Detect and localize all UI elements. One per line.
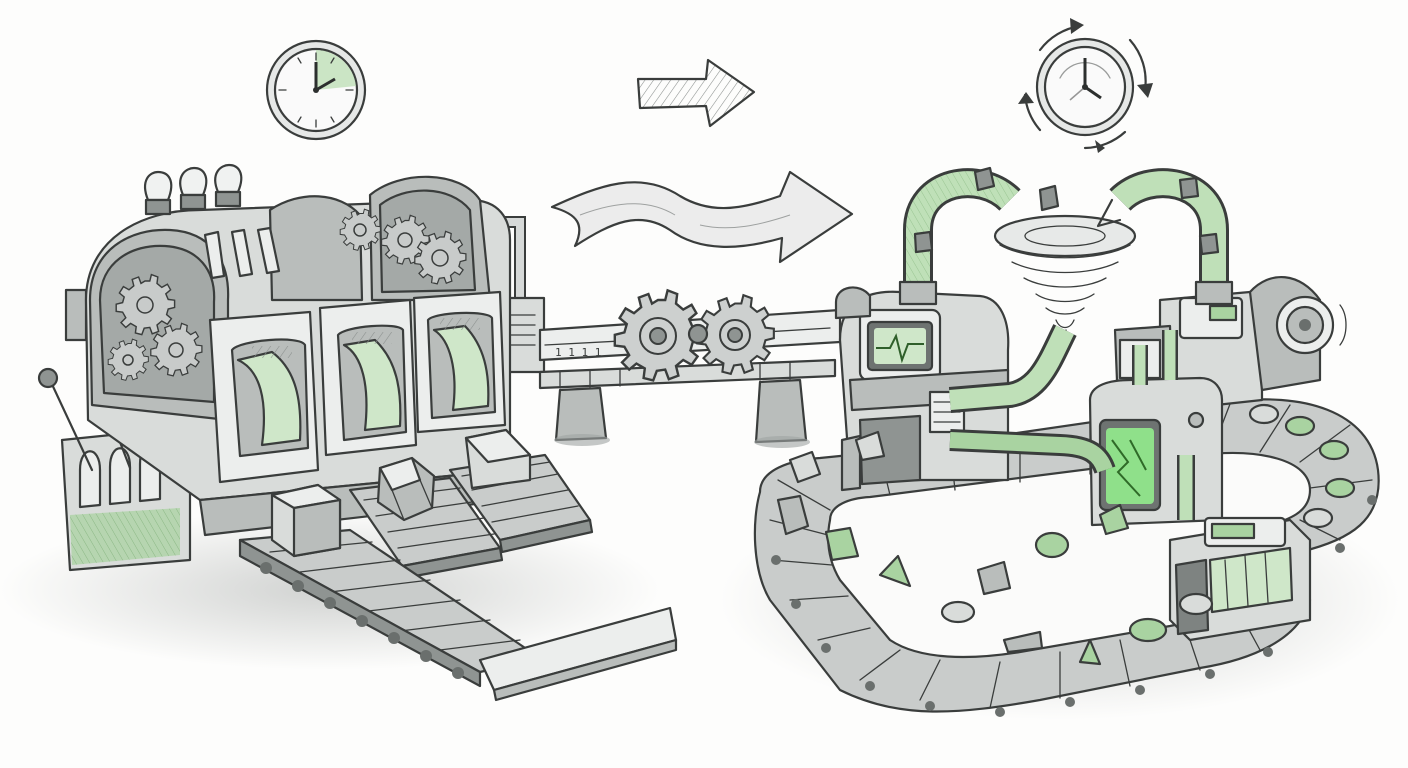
squiggle-arrow-icon: [550, 170, 854, 264]
arrow-right-icon: [636, 58, 756, 128]
clock-cycle-icon: [1018, 18, 1153, 153]
vortex: [993, 198, 1137, 346]
block-wedge: [464, 428, 532, 490]
chute-panels: [208, 290, 507, 484]
loop-factory: [753, 166, 1380, 717]
gear-bridge: 1 1 1 1: [538, 289, 842, 448]
loop-pieces: [776, 403, 1356, 666]
conveyor-long: [238, 528, 678, 702]
station-front: [1168, 455, 1312, 642]
pipe-arch: [898, 166, 1234, 306]
linear-machine: [37, 163, 678, 702]
light-bulbs: [143, 163, 243, 216]
svg-text:1 1 1 1: 1 1 1 1: [555, 346, 601, 359]
block-cube: [270, 483, 342, 558]
clock-icon: [265, 39, 367, 141]
lever-left: [48, 378, 94, 472]
block-polyhedron: [376, 456, 436, 522]
